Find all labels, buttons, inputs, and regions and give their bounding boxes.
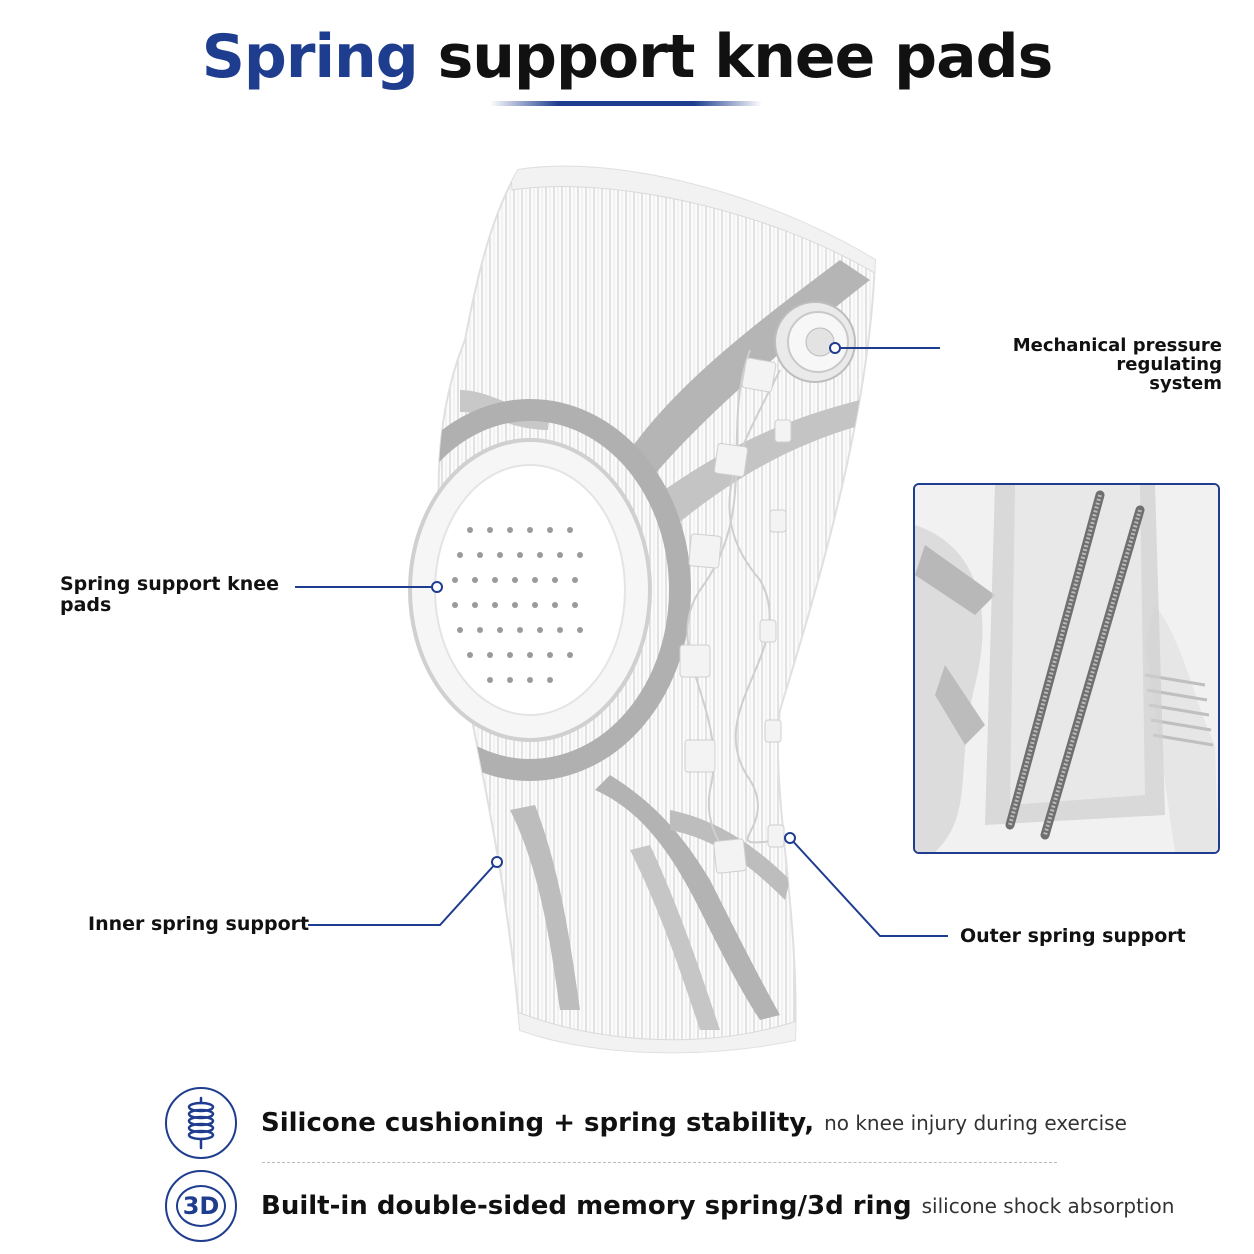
label-outer-spring: Outer spring support bbox=[960, 925, 1186, 947]
feature-row-2: 3D Built-in double-sided memory spring/3… bbox=[165, 1170, 1174, 1242]
label-mechanical-line1: Mechanical pressure regulating bbox=[1012, 335, 1222, 375]
label-mechanical-pressure: Mechanical pressure regulating system bbox=[950, 336, 1222, 393]
3d-badge-icon: 3D bbox=[165, 1170, 237, 1242]
feature-1-light: no knee injury during exercise bbox=[824, 1111, 1127, 1135]
title-rest: support knee pads bbox=[437, 22, 1054, 92]
label-spring-support-pads: Spring support knee pads bbox=[60, 574, 279, 616]
spring-rods bbox=[1005, 490, 1145, 840]
pressure-dial bbox=[774, 301, 856, 383]
label-pad-line2: pads bbox=[60, 594, 112, 616]
label-pad-line1: Spring support knee bbox=[60, 573, 280, 595]
feature-divider bbox=[262, 1162, 1057, 1163]
lacing-system bbox=[679, 349, 792, 874]
page-title: Spring support knee pads bbox=[0, 22, 1254, 92]
pad-dot-grid bbox=[452, 527, 583, 683]
spring-detail-inset bbox=[913, 483, 1220, 854]
3d-badge-text: 3D bbox=[182, 1192, 220, 1220]
feature-2-light: silicone shock absorption bbox=[921, 1194, 1175, 1218]
feature-2-strong: Built-in double-sided memory spring/3d r… bbox=[261, 1191, 912, 1221]
title-underline bbox=[490, 101, 762, 106]
label-mechanical-line2: system bbox=[1149, 373, 1222, 394]
label-inner-spring: Inner spring support bbox=[88, 913, 310, 935]
coil-spring-icon bbox=[165, 1087, 237, 1159]
feature-row-1: Silicone cushioning + spring stability, … bbox=[165, 1087, 1127, 1159]
title-accent: Spring bbox=[201, 22, 419, 92]
feature-1-strong: Silicone cushioning + spring stability, bbox=[261, 1108, 815, 1138]
spring-detail-illustration bbox=[915, 485, 1218, 852]
knee-brace-illustration bbox=[408, 165, 877, 1054]
